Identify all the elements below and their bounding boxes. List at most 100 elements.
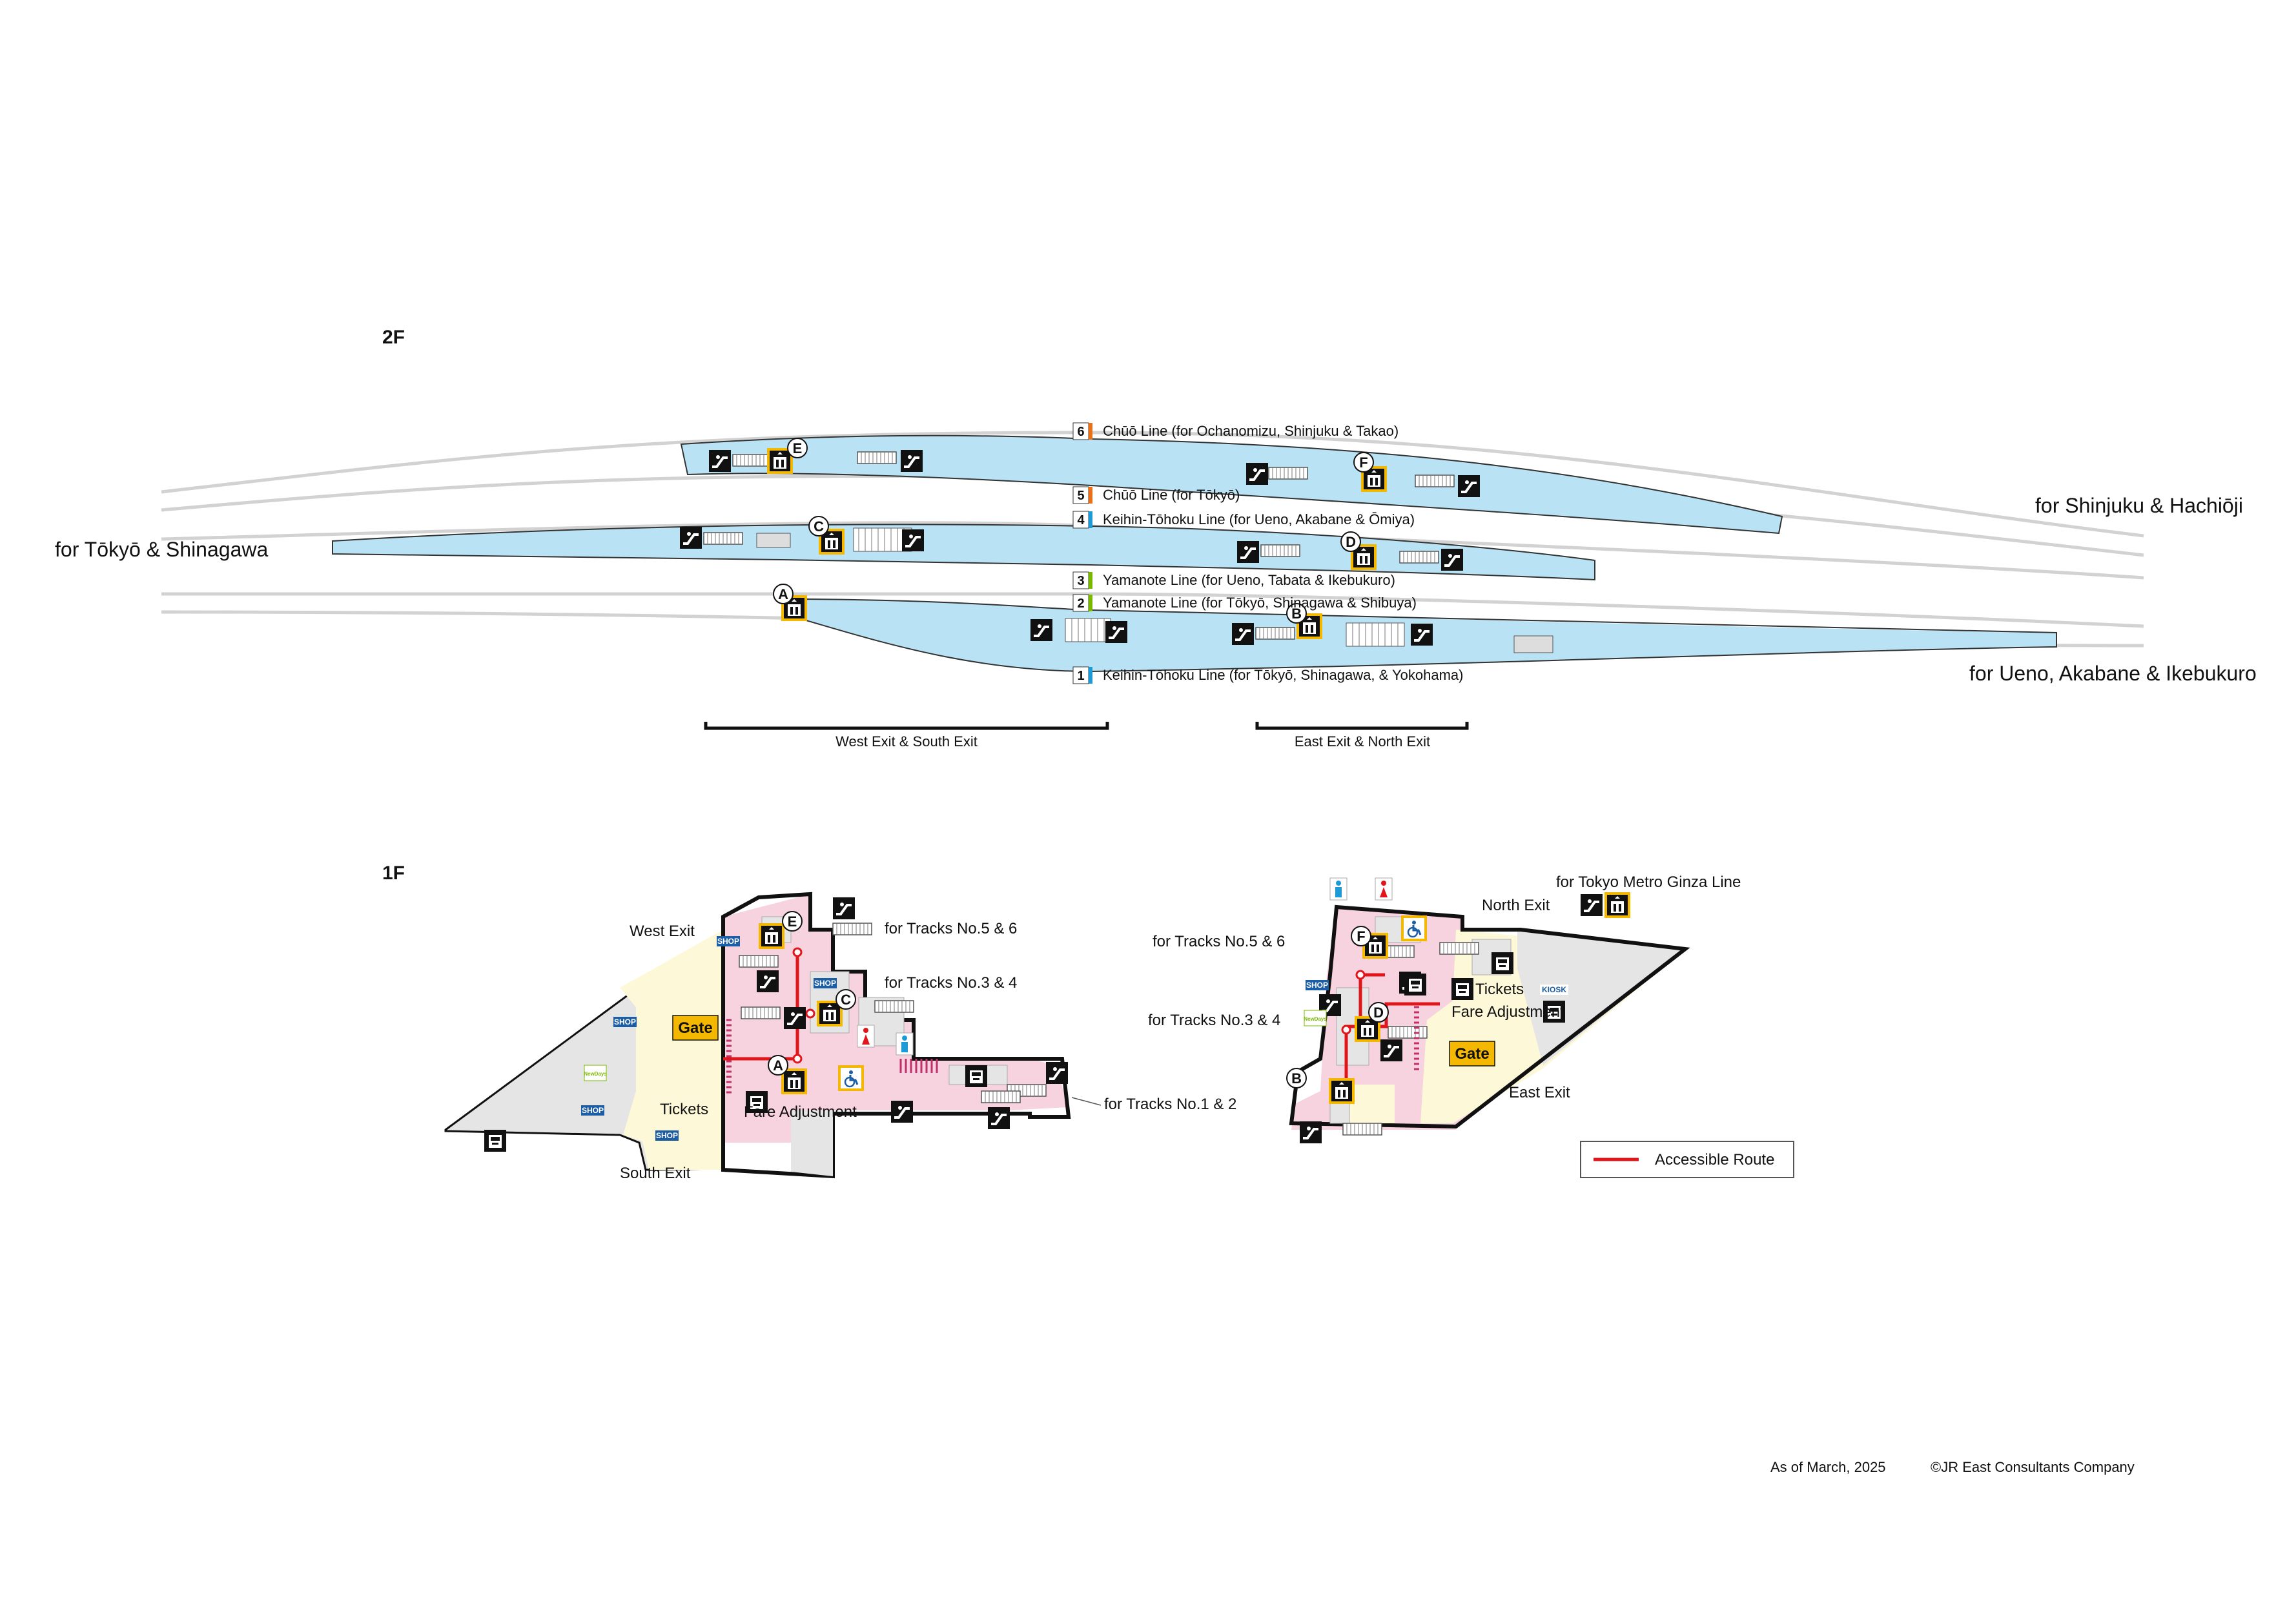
track-4-label: 4 Keihin-Tōhoku Line (for Ueno, Akabane … [1072, 511, 1415, 529]
east-concourse: F D B Gate SHOP KIOSK NewDays North Exit… [1148, 873, 1741, 1145]
stairs-icon [874, 1000, 914, 1013]
svg-text:NewDays: NewDays [1304, 1016, 1327, 1022]
direction-right-lower: for Ueno, Akabane & Ikebukuro [1969, 662, 2257, 685]
copyright: ©JR East Consultants Company [1931, 1459, 2135, 1475]
svg-text:F: F [1357, 928, 1365, 944]
east-gate: Gate [1449, 1041, 1495, 1067]
platform-tracks-5-6 [680, 434, 1783, 535]
shop-badge: SHOP [613, 1017, 637, 1027]
tracks-56-label: for Tracks No.5 & 6 [885, 920, 1017, 937]
escalator-icon [987, 1106, 1011, 1130]
escalator-icon [1045, 1061, 1069, 1085]
svg-text:SHOP: SHOP [582, 1106, 604, 1115]
svg-text:3: 3 [1077, 574, 1084, 588]
svg-text:A: A [773, 1057, 783, 1074]
ticket-machine-icon [965, 1065, 987, 1087]
svg-text:1: 1 [1077, 669, 1084, 683]
date-note: As of March, 2025 [1770, 1459, 1886, 1475]
tracks-12-label: for Tracks No.1 & 2 [1104, 1096, 1236, 1113]
shop-badge: SHOP [814, 978, 837, 988]
svg-text:Keihin-Tōhoku Line (for Tōkyō,: Keihin-Tōhoku Line (for Tōkyō, Shinagawa… [1103, 667, 1464, 683]
stairs-icon [1388, 1026, 1428, 1039]
svg-text:Gate: Gate [1455, 1045, 1489, 1063]
escalator-icon [901, 528, 925, 553]
svg-text:Yamanote Line (for Ueno, Tabat: Yamanote Line (for Ueno, Tabata & Ikebuk… [1103, 572, 1395, 588]
vending-block [1513, 635, 1553, 653]
stairs-icon [703, 532, 743, 545]
east-north-exit-bar: East Exit & North Exit [1255, 722, 1469, 750]
svg-text:B: B [1291, 606, 1302, 622]
shop-badge: SHOP [655, 1130, 679, 1141]
toilet-men-icon [896, 1032, 914, 1056]
fare-adjustment-label: Fare Adjustment [1451, 1003, 1564, 1021]
platform-tracks-3-4 [332, 524, 1595, 581]
track-5-label: 5 Chūō Line (for Tōkyō) [1072, 486, 1240, 504]
escalator-icon [1440, 547, 1464, 572]
stairs-icon [857, 451, 897, 464]
svg-text:Gate: Gate [678, 1019, 712, 1037]
stairs-icon [1346, 622, 1405, 647]
ticket-machine-icon [484, 1130, 506, 1152]
west-gate: Gate [672, 1015, 719, 1041]
svg-text:SHOP: SHOP [717, 937, 739, 946]
toilet-men-icon [1329, 877, 1348, 901]
ticket-machine-icon [1491, 952, 1513, 974]
svg-text:C: C [814, 518, 824, 535]
track-1-label: 1 Keihin-Tōhoku Line (for Tōkyō, Shinaga… [1072, 666, 1464, 684]
svg-text:Accessible Route: Accessible Route [1655, 1151, 1774, 1169]
shop-badge: SHOP [717, 936, 740, 946]
newdays-badge: NewDays [584, 1065, 607, 1081]
elevator-icon [1604, 892, 1630, 918]
svg-text:Chūō Line (for Tōkyō): Chūō Line (for Tōkyō) [1103, 487, 1240, 503]
track-3-label: 3 Yamanote Line (for Ueno, Tabata & Ikeb… [1072, 571, 1395, 589]
tracks-34-label: for Tracks No.3 & 4 [885, 974, 1017, 992]
shop-badge: SHOP [581, 1105, 604, 1116]
escalator-icon [1409, 622, 1434, 647]
wheelchair-icon [837, 1064, 865, 1092]
svg-text:West Exit & South Exit: West Exit & South Exit [835, 733, 978, 750]
svg-text:D: D [1346, 534, 1356, 550]
elevator-icon [1329, 1078, 1355, 1104]
east-exit-label: East Exit [1509, 1084, 1570, 1101]
svg-text:SHOP: SHOP [656, 1131, 678, 1140]
svg-text:E: E [793, 440, 803, 456]
svg-text:SHOP: SHOP [1306, 981, 1328, 990]
svg-text:NewDays: NewDays [584, 1071, 607, 1077]
svg-text:C: C [841, 992, 851, 1008]
platform-34-facilities [679, 526, 1464, 572]
toilet-women-icon [857, 1025, 875, 1048]
legend: Accessible Route [1580, 1141, 1794, 1178]
direction-left: for Tōkyō & Shinagawa [55, 538, 268, 561]
track-labels: 6 Chūō Line (for Ochanomizu, Shinjuku & … [1072, 422, 1464, 684]
escalator-icon [1457, 474, 1481, 498]
escalator-icon [708, 449, 732, 473]
stairs-icon [832, 923, 872, 935]
svg-text:F: F [1359, 454, 1368, 471]
stairs-icon [1399, 551, 1439, 564]
west-exit-label: West Exit [630, 923, 695, 940]
svg-text:East Exit & North Exit: East Exit & North Exit [1295, 733, 1430, 750]
west-concourse: E C A Gate SHOP SHOP SHOP SHOP SHOP NewD… [444, 892, 1236, 1182]
floor-label-1f: 1F [382, 863, 405, 884]
track-6-label: 6 Chūō Line (for Ochanomizu, Shinjuku & … [1072, 422, 1399, 440]
svg-text:E: E [788, 914, 797, 930]
svg-text:SHOP: SHOP [614, 1017, 636, 1026]
stairs-icon [981, 1090, 1021, 1103]
escalator-icon [832, 896, 856, 921]
newdays-badge: NewDays [1304, 1010, 1327, 1026]
ticket-machine-icon [1451, 978, 1473, 1000]
escalator-icon [1029, 618, 1054, 642]
escalator-icon [1298, 1120, 1323, 1145]
stairs-icon [1415, 475, 1455, 487]
svg-text:D: D [1373, 1005, 1384, 1021]
escalator-icon [1579, 893, 1604, 917]
escalator-icon [1245, 462, 1269, 486]
tracks-34-label: for Tracks No.3 & 4 [1148, 1012, 1280, 1029]
stairs-icon [1255, 627, 1295, 640]
svg-text:Yamanote Line (for Tōkyō, Shin: Yamanote Line (for Tōkyō, Shinagawa & Sh… [1103, 595, 1417, 611]
escalator-icon [679, 526, 703, 550]
tracks-56-label: for Tracks No.5 & 6 [1153, 933, 1285, 950]
fare-adjustment-label: Fare Adjustment [744, 1103, 857, 1121]
svg-text:6: 6 [1077, 425, 1084, 439]
vending-block [756, 533, 791, 548]
